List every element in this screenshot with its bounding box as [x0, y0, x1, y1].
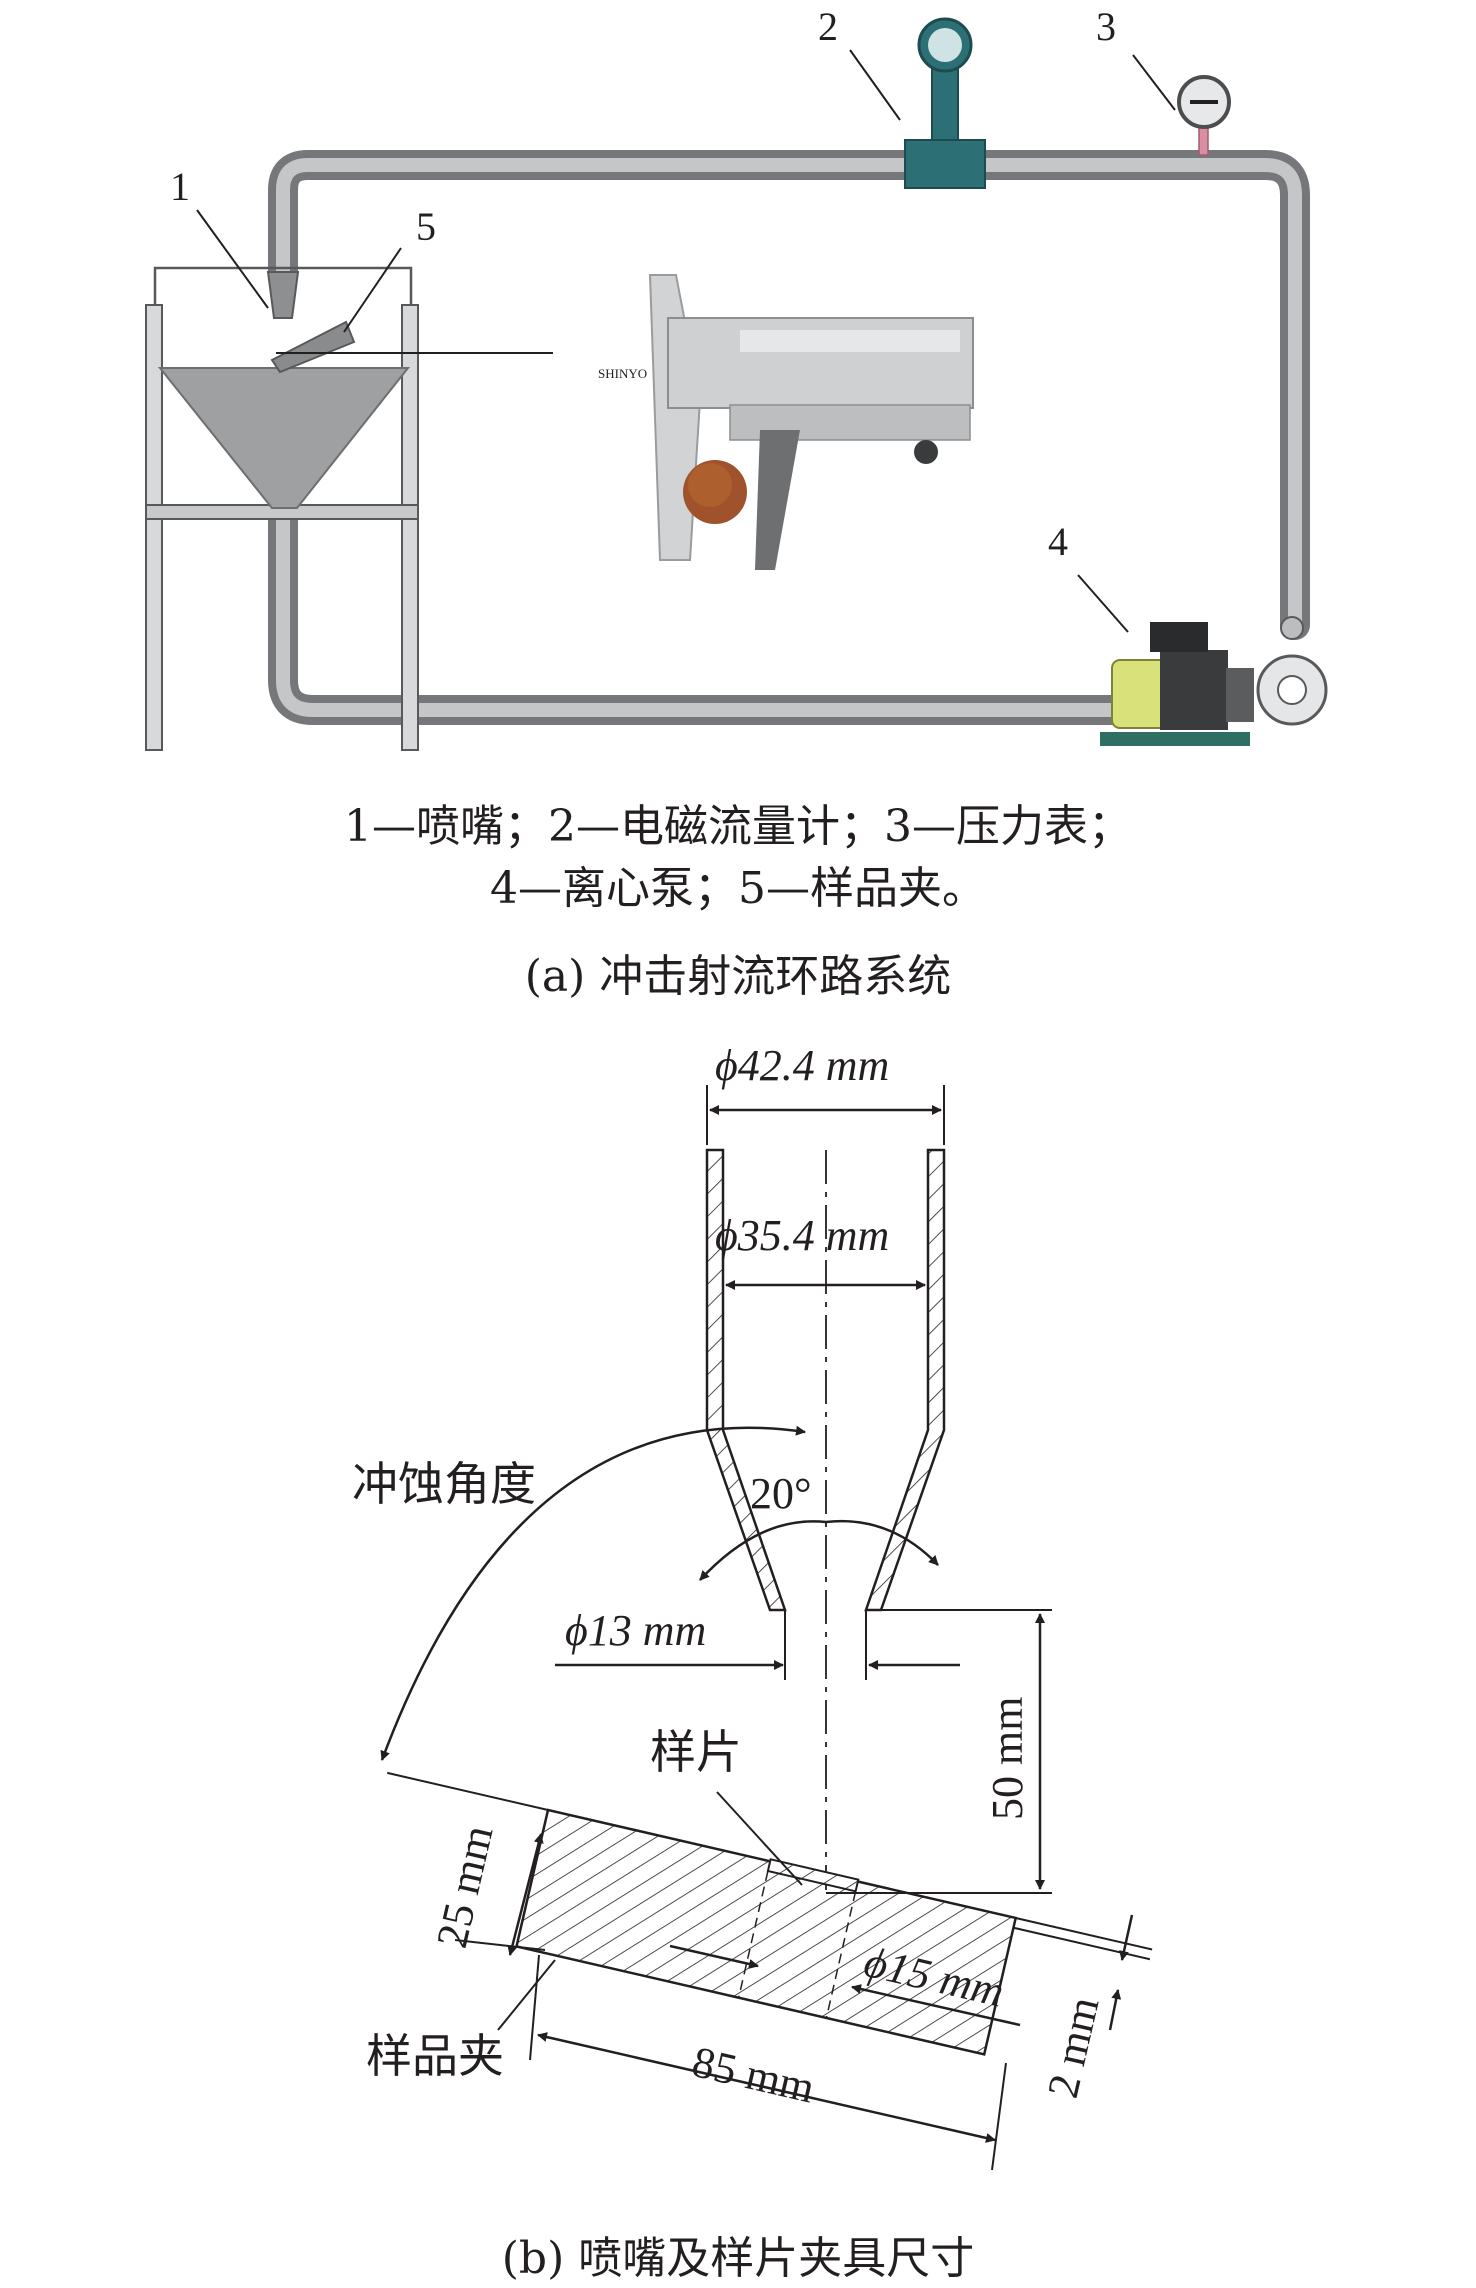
callout-4: 4: [1048, 519, 1068, 564]
caption-b: (b) 喷嘴及样片夹具尺寸: [501, 2233, 975, 2284]
caliper-photo: SHINYO: [598, 262, 976, 578]
callout-1: 1: [170, 164, 190, 209]
cone-angle: 20°: [750, 1469, 812, 1518]
nozzle: [266, 271, 300, 319]
legend-line-2: 4—离心泵；5—样品夹。: [490, 863, 986, 914]
callout-3: 3: [1096, 4, 1116, 49]
dim-standoff-height: 50 mm: [983, 1697, 1032, 1820]
erosion-angle-label: 冲蚀角度: [352, 1459, 536, 1510]
loop-system-diagram: SHINYO: [145, 4, 1328, 751]
holder-label: 样品夹: [366, 2031, 504, 2082]
caliper-brand-text: SHINYO: [598, 366, 647, 381]
dim-outer-diameter: ϕ42.4 mm: [715, 1041, 889, 1090]
centrifugal-pump: [1100, 616, 1328, 746]
tank-stand: [145, 266, 419, 751]
caption-a: (a) 冲击射流环路系统: [524, 951, 952, 1002]
legend-line-1: 1—喷嘴；2—电磁流量计；3—压力表；: [344, 801, 1132, 852]
callout-5: 5: [416, 204, 436, 249]
nozzle-dimension-drawing: ϕ42.4 mm ϕ35.4 mm 20° 冲蚀角度 ϕ13 mm 50 mm: [352, 1041, 1153, 2171]
specimen-label: 样片: [650, 1727, 742, 1778]
pressure-gauge: [1177, 75, 1231, 156]
callout-leaders: [196, 49, 1176, 633]
specimen-holder-3d: [270, 320, 356, 374]
dim-holder-length: 85 mm: [688, 2037, 819, 2113]
dim-inner-diameter: ϕ35.4 mm: [715, 1211, 889, 1260]
dim-outlet-diameter: ϕ13 mm: [565, 1606, 706, 1655]
dim-holder-thickness: 25 mm: [427, 1821, 503, 1952]
pipe-loop: [268, 150, 1310, 725]
callout-2: 2: [818, 4, 838, 49]
flowmeter: [904, 17, 986, 189]
dim-recess-depth: 2 mm: [1038, 1992, 1109, 2102]
callout-numbers: 1 5 2 3 4: [170, 4, 1116, 564]
